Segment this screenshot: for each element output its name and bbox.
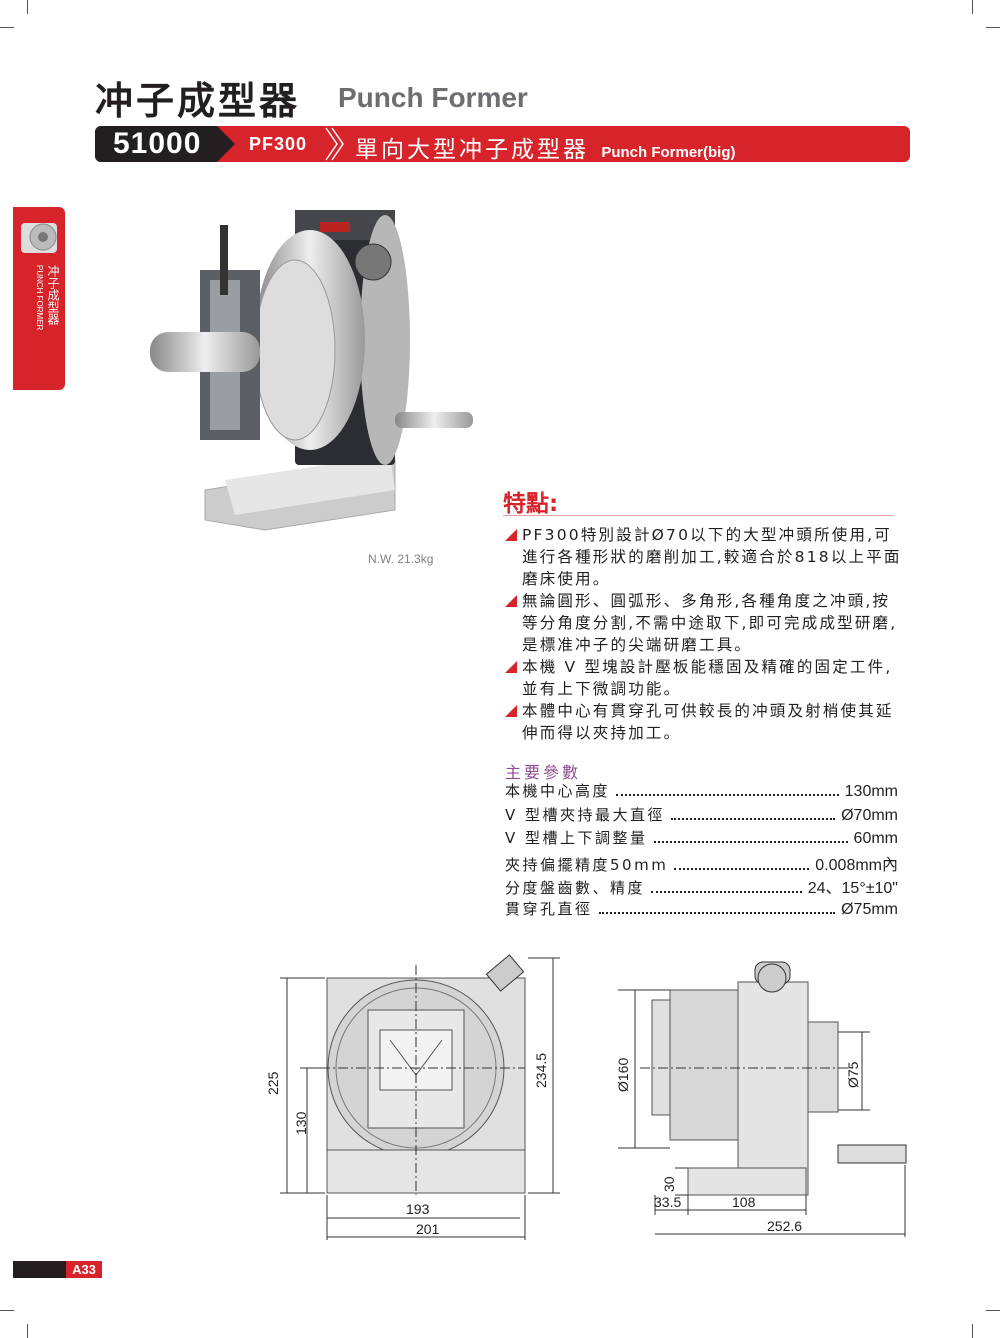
triangle-bullet-icon: [505, 529, 517, 541]
dim-mid-length: 108: [732, 1194, 756, 1210]
crop-mark: [972, 1324, 973, 1338]
leader-dots: [651, 891, 802, 894]
dim-body-diameter: Ø160: [615, 1058, 631, 1092]
net-weight: N.W. 21.3kg: [368, 552, 434, 566]
spec-label: 貫穿孔直徑: [505, 899, 593, 918]
side-tab-label-en: PUNCH FORMER: [35, 265, 44, 331]
leader-dots: [674, 867, 810, 870]
side-view-drawing: Ø160 Ø75 30 33.5 108 252.6: [615, 961, 907, 1237]
crop-mark: [27, 1324, 28, 1338]
feature-text: 本機 V 型塊設計壓板能穩固及精確的固定工件,並有上下微調功能。: [522, 658, 893, 698]
dim-base-width: 193: [406, 1201, 430, 1217]
leader-dots: [671, 817, 836, 820]
spec-label: 分度盤齒數、精度: [505, 879, 646, 898]
band-code-background: [95, 126, 235, 162]
chevron-icon: [325, 127, 344, 161]
dim-height-total: 225: [265, 1071, 281, 1095]
product-name: 單向大型冲子成型器 Punch Former(big): [355, 130, 735, 164]
side-tab: 冲子成型器 PUNCH FORMER: [13, 207, 65, 390]
side-tab-label-cn: 冲子成型器: [46, 265, 60, 325]
specs-table: 本機中心高度 130mm V 型槽夾持最大直徑 Ø70mm V 型槽上下調整量 60m…: [505, 780, 898, 922]
features-heading: 特點:: [503, 491, 559, 517]
crop-mark: [986, 27, 1000, 28]
spec-label: V 型槽夾持最大直徑: [505, 805, 666, 824]
dim-total-length: 252.6: [767, 1218, 802, 1234]
dim-offset: 33.5: [654, 1194, 681, 1210]
features-list: PF300特別設計Ø70以下的大型冲頭所使用,可進行各種形狀的磨削加工,較適合於…: [505, 524, 905, 744]
crop-mark: [0, 1310, 14, 1311]
leader-dots: [653, 841, 848, 844]
dim-total-width: 201: [416, 1221, 440, 1237]
spec-value: 60mm: [853, 830, 898, 848]
crop-mark: [27, 0, 28, 14]
triangle-bullet-icon: [505, 661, 517, 673]
crop-mark: [972, 0, 973, 14]
product-code: 51000: [113, 127, 202, 160]
feature-item: PF300特別設計Ø70以下的大型冲頭所使用,可進行各種形狀的磨削加工,較適合於…: [505, 524, 905, 590]
feature-text: 本體中心有貫穿孔可供較長的冲頭及射梢使其延伸而得以夾持加工。: [522, 702, 894, 742]
dim-height-overall: 234.5: [533, 1053, 549, 1088]
crop-mark: [0, 27, 14, 28]
dim-center-height: 130: [293, 1111, 309, 1135]
spec-value: 130mm: [844, 783, 898, 800]
dim-bore-diameter: Ø75: [845, 1061, 861, 1088]
spec-row: 分度盤齒數、精度 24、15°±10": [505, 874, 898, 898]
spec-row: V 型槽上下調整量 60mm: [505, 827, 898, 851]
spec-label: 本機中心高度: [505, 782, 611, 800]
leader-dots: [598, 911, 836, 914]
page-title: 冲子成型器: [95, 79, 301, 123]
side-tab-thumbnail: [21, 223, 57, 253]
product-name-cn: 單向大型冲子成型器: [355, 137, 589, 163]
triangle-bullet-icon: [505, 705, 517, 717]
spec-row: 夾持偏擺精度50mm 0.008mm內: [505, 851, 898, 875]
front-view-drawing: 225 130 234.5 193 201: [265, 954, 560, 1240]
spec-row: 本機中心高度 130mm: [505, 780, 898, 804]
spec-value: Ø70mm: [841, 806, 898, 824]
feature-text: 無論圓形、圓弧形、多角形,各種角度之冲頭,按等分角度分割,不需中途取下,即可完成…: [522, 592, 898, 654]
product-band: 51000 PF300 單向大型冲子成型器 Punch Former(big): [95, 126, 910, 164]
spec-value: 0.008mm內: [815, 856, 898, 874]
triangle-bullet-icon: [505, 595, 517, 607]
spec-label: 夾持偏擺精度50mm: [505, 855, 669, 874]
spec-row: V 型槽夾持最大直徑 Ø70mm: [505, 804, 898, 828]
spec-value: 24、15°±10": [807, 880, 898, 898]
product-name-en: Punch Former(big): [601, 144, 736, 161]
feature-item: 本體中心有貫穿孔可供較長的冲頭及射梢使其延伸而得以夾持加工。: [505, 700, 905, 744]
page-number: A33: [66, 1261, 102, 1278]
page-subtitle: Punch Former: [338, 82, 528, 113]
feature-item: 無論圓形、圓弧形、多角形,各種角度之冲頭,按等分角度分割,不需中途取下,即可完成…: [505, 590, 905, 656]
product-model: PF300: [249, 134, 308, 154]
product-photo: [150, 210, 473, 531]
feature-item: 本機 V 型塊設計壓板能穩固及精確的固定工件,並有上下微調功能。: [505, 656, 905, 700]
page-number-bar: A33: [13, 1261, 102, 1278]
crop-mark: [986, 1310, 1000, 1311]
feature-text: PF300特別設計Ø70以下的大型冲頭所使用,可進行各種形狀的磨削加工,較適合於…: [522, 526, 902, 588]
leader-dots: [616, 794, 839, 796]
spec-label: V 型槽上下調整量: [505, 829, 648, 848]
specs-heading: 主要參數: [505, 763, 582, 782]
spec-value: Ø75mm: [841, 900, 898, 918]
dim-base-height: 30: [661, 1176, 677, 1192]
divider: [503, 515, 893, 516]
spec-row: 貫穿孔直徑 Ø75mm: [505, 898, 898, 922]
